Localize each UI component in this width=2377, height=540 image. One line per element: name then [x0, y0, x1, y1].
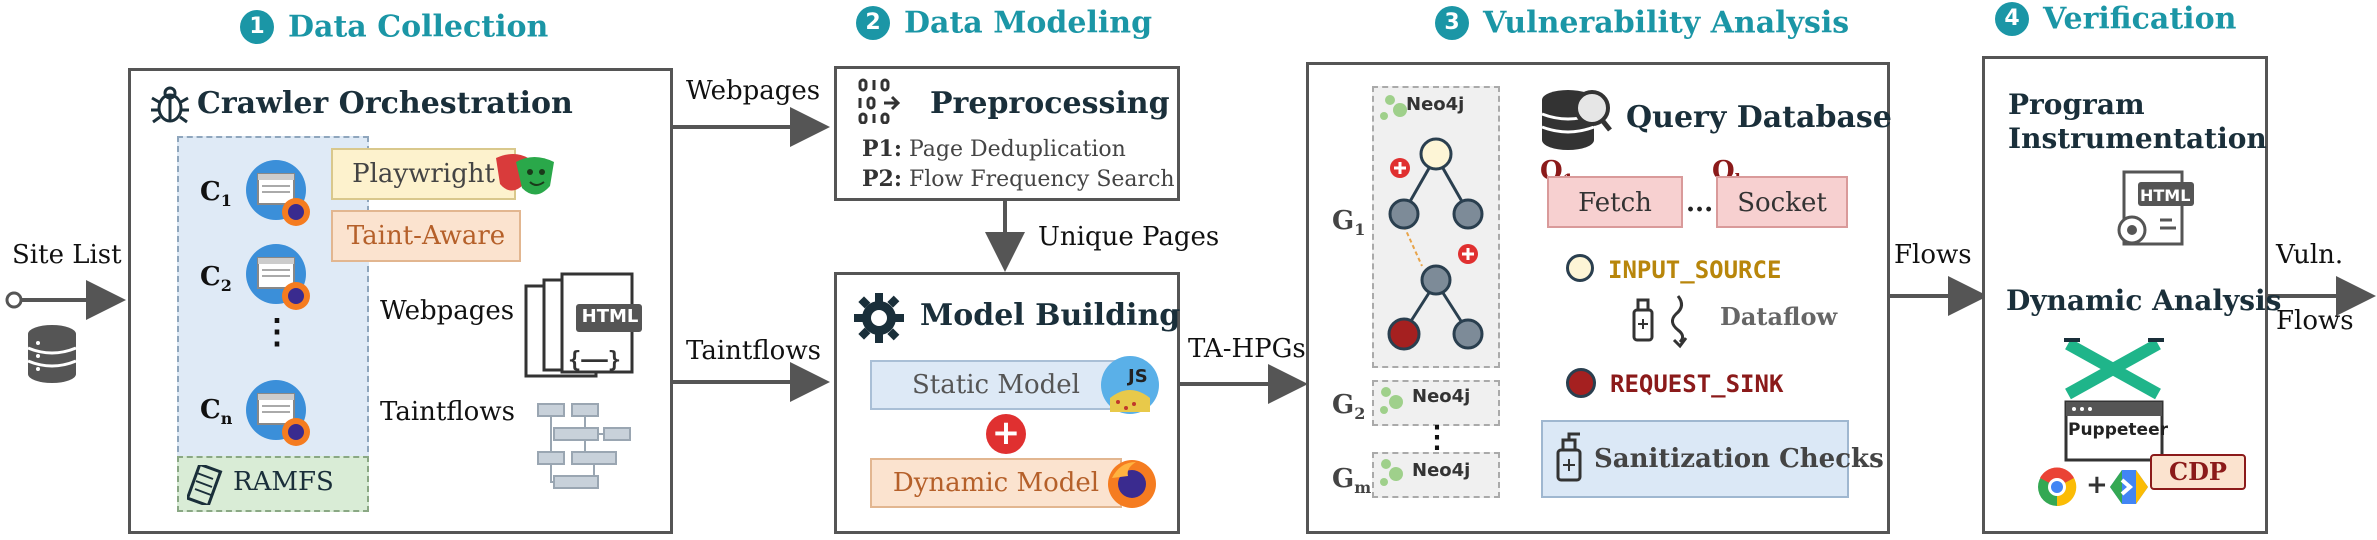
dynamic-analysis-header: Dynamic Analysis	[2006, 284, 2282, 317]
crawler-cn-label: Cn	[200, 395, 233, 429]
inner-webpages-label: Webpages	[380, 296, 515, 326]
instrumentation-line2: Instrumentation	[2008, 122, 2267, 155]
flowchart-icon	[537, 403, 631, 489]
preprocessing-box	[834, 66, 1180, 201]
dataflow-icon	[1632, 295, 1688, 349]
memory-chip-icon	[187, 465, 223, 505]
sanitization-checks-label: Sanitization Checks	[1594, 444, 1884, 474]
gm-node-dots	[1380, 459, 1403, 486]
dataflow-label: Dataflow	[1720, 302, 1838, 331]
model-building-header: Model Building	[920, 298, 1181, 333]
crawler-c1-label: C1	[200, 177, 232, 211]
chrome-icon	[2038, 467, 2077, 507]
crawler-2-browser-icon	[246, 244, 310, 310]
unique-pages-label: Unique Pages	[1038, 222, 1220, 252]
graph-g1-tree	[1380, 95, 1484, 351]
vuln-flows-label: Flows	[2276, 306, 2354, 336]
crawler-n-browser-icon	[246, 380, 310, 446]
crawler-ellipsis: ⋮	[260, 312, 294, 352]
crawler-c2-label: C2	[200, 262, 232, 296]
query-database-icon	[1541, 90, 1612, 150]
site-list-label: Site List	[12, 240, 122, 270]
vuln-label: Vuln.	[2276, 240, 2344, 270]
devtools-icon	[2110, 470, 2148, 504]
preprocessing-icon	[858, 78, 901, 124]
query-database-header: Query Database	[1626, 100, 1892, 135]
ramfs-label: RAMFS	[233, 467, 334, 497]
sanitization-checks-box	[1541, 420, 1849, 498]
input-source-label: INPUT_SOURCE	[1608, 256, 1782, 284]
cdp-badge: CDP	[2150, 454, 2246, 490]
gm-label: Gm	[1332, 464, 1372, 498]
playwright-masks-icon	[496, 154, 554, 195]
dynamic-model-tag: Dynamic Model	[870, 458, 1122, 508]
input-source-node	[1566, 254, 1594, 282]
html-badge-text: HTML	[581, 306, 639, 327]
taint-aware-tag: Taint-Aware	[331, 210, 521, 262]
p2-line: P2: Flow Frequency Search	[862, 166, 1175, 192]
p1-line: P1: Page Deduplication	[862, 136, 1126, 162]
crawler-orchestration-header: Crawler Orchestration	[197, 86, 573, 121]
inner-taintflows-label: Taintflows	[380, 397, 515, 427]
puppeteer-icon	[2064, 338, 2164, 462]
instr-html-badge-text: HTML	[2140, 186, 2191, 205]
puppeteer-label: Puppeteer	[2068, 420, 2168, 440]
js-badge-icon	[1101, 356, 1159, 414]
taintflows-edge-label: Taintflows	[686, 336, 821, 366]
fetch-query-tag: Fetch	[1547, 176, 1683, 228]
preprocessing-header: Preprocessing	[930, 86, 1170, 121]
sanitizer-bottle-icon	[1556, 432, 1582, 482]
bug-icon	[151, 86, 189, 124]
js-badge-text: JS	[1128, 366, 1148, 387]
query-dots: ...	[1686, 188, 1714, 218]
gear-icon	[854, 293, 904, 343]
socket-query-tag: Socket	[1716, 176, 1848, 228]
graph-g1-panel	[1372, 86, 1500, 368]
graph-ellipsis: ⋮	[1422, 420, 1452, 455]
g2-node-dots	[1380, 387, 1403, 414]
plus-icon: +	[986, 414, 1026, 454]
code-glyph: {‒‒}	[568, 348, 621, 373]
crawler-1-browser-icon	[246, 160, 310, 226]
instrumented-html-icon	[2117, 170, 2194, 246]
g2-neo4j-label: Neo4j	[1412, 386, 1471, 407]
request-sink-node	[1566, 368, 1596, 398]
instrumentation-line1: Program	[2008, 88, 2145, 121]
g1-label: G1	[1332, 206, 1366, 240]
g1-neo4j-label: Neo4j	[1406, 94, 1465, 115]
database-icon	[27, 325, 77, 383]
html-documents-icon	[524, 272, 642, 378]
plus-sign: +	[2086, 470, 2108, 500]
webpages-edge-label: Webpages	[686, 76, 821, 106]
firefox-icon	[1108, 460, 1156, 508]
request-sink-label: REQUEST_SINK	[1610, 370, 1784, 398]
playwright-tag: Playwright	[331, 148, 516, 200]
g2-label: G2	[1332, 390, 1366, 424]
ta-hpgs-label: TA-HPGs	[1188, 334, 1306, 364]
static-model-tag: Static Model	[870, 360, 1122, 410]
site-list-arrow	[5, 280, 126, 320]
flows-edge-label: Flows	[1894, 240, 1972, 270]
gm-neo4j-label: Neo4j	[1412, 460, 1471, 481]
